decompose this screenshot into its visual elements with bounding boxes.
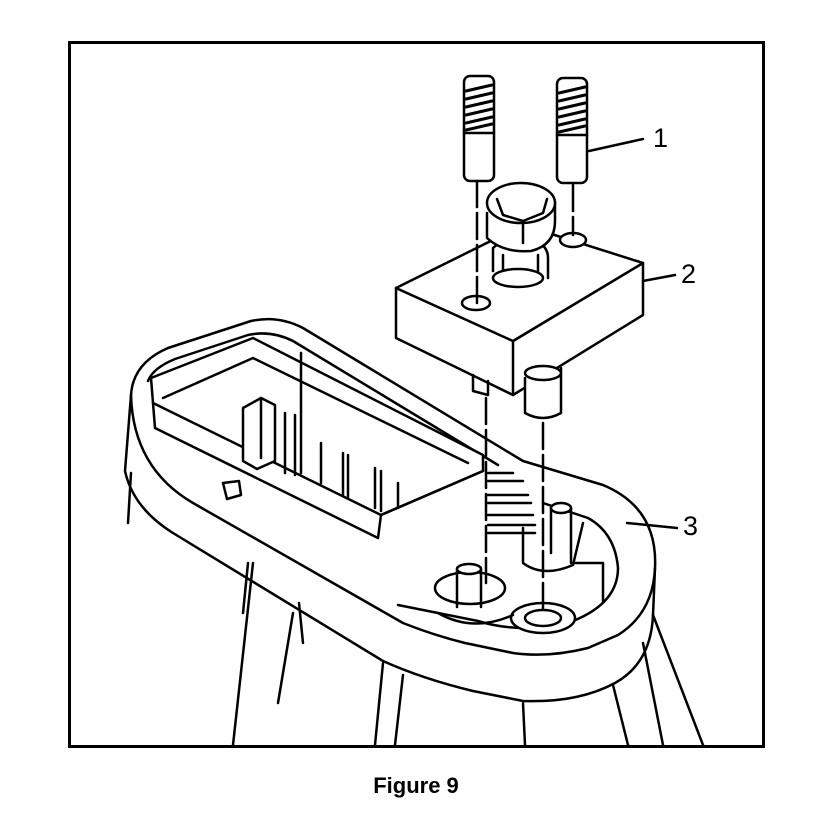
exploded-assembly-illustration: 1 2 3 xyxy=(123,74,705,745)
alignment-lines xyxy=(475,179,575,617)
callout-label-3: 3 xyxy=(683,511,698,541)
housing-part xyxy=(123,317,705,745)
callout-leader-1 xyxy=(587,137,645,153)
callout-leader-3 xyxy=(625,521,679,530)
figure-frame: 1 2 3 xyxy=(68,41,765,748)
tool-block-part xyxy=(394,181,645,420)
figure-caption: Figure 9 xyxy=(373,773,459,798)
callout-label-2: 2 xyxy=(681,259,696,289)
callout-label-1: 1 xyxy=(653,123,668,153)
callout-leader-2 xyxy=(641,273,677,283)
